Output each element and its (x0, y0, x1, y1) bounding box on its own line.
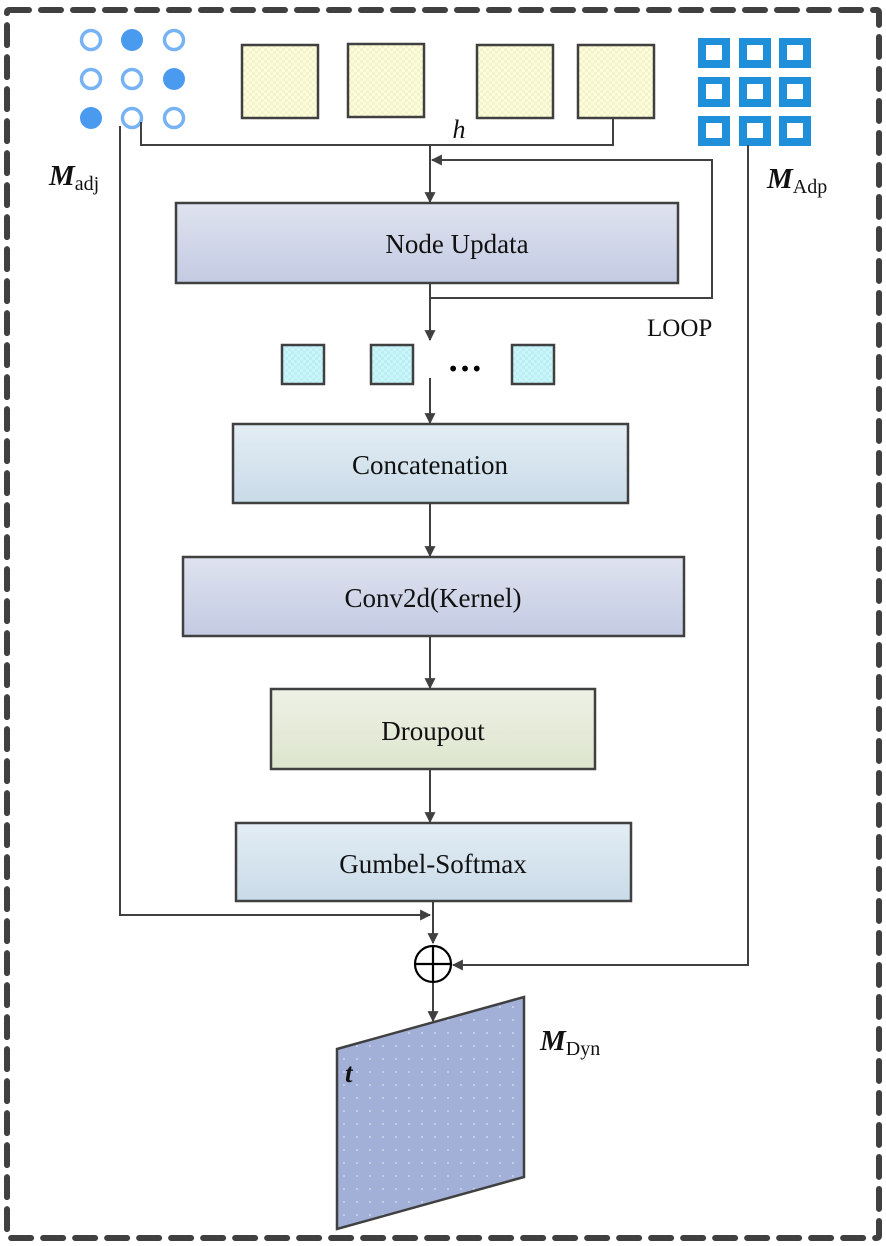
adaptive-cell-hole (706, 84, 722, 99)
adaptive-cell-hole (706, 45, 722, 60)
connectors (119, 118, 749, 1023)
adaptive-cell-hole (706, 123, 722, 138)
intermediate-square (280, 343, 326, 386)
hidden-input-line (140, 118, 614, 146)
block-gumbel-softmax: Gumbel-Softmax (234, 821, 633, 903)
block-label: Conv2d(Kernel) (345, 583, 522, 613)
empty-node-dot (162, 106, 186, 130)
adaptive-cell-hole (747, 123, 763, 138)
loop-label: LOOP (647, 315, 712, 342)
adaptive-label: MAdp (766, 163, 827, 198)
adaptive-cell-hole (787, 45, 803, 60)
adaptive-cell-hole (747, 84, 763, 99)
intermediate-square (510, 343, 556, 386)
adjacency-skip-line (119, 126, 432, 921)
block-label: Concatenation (352, 450, 508, 480)
block-label: Gumbel-Softmax (339, 849, 527, 879)
hidden-state-squares (240, 42, 656, 120)
adjacency-label: Madj (48, 160, 99, 195)
adaptive-matrix-icon (698, 38, 811, 146)
hidden-state-square (346, 42, 426, 119)
ellipsis: ••• (447, 357, 482, 381)
hidden-state-square (240, 43, 320, 120)
block-label: Node Updata (385, 229, 528, 259)
empty-node-dot (79, 28, 103, 52)
filled-node-dot (80, 107, 102, 129)
empty-node-dot (162, 28, 186, 52)
block-node-update: Node Updata (174, 201, 680, 285)
adjacency-matrix-icon (79, 28, 186, 130)
adaptive-cell-hole (787, 123, 803, 138)
block-conv2d: Conv2d(Kernel) (181, 555, 686, 638)
time-label: t (345, 1058, 354, 1088)
empty-node-dot (79, 67, 103, 91)
intermediate-outputs: ••• (280, 343, 556, 386)
hidden-state-square (475, 43, 555, 120)
adaptive-skip-line (451, 145, 749, 971)
hidden-state-square (576, 43, 656, 120)
combine-operator-icon (413, 944, 453, 984)
empty-node-dot (120, 67, 144, 91)
adaptive-cell-hole (747, 45, 763, 60)
output-label: MDyn (539, 1025, 600, 1060)
intermediate-square (369, 343, 415, 386)
filled-node-dot (121, 29, 143, 51)
dynamic-matrix-output (335, 995, 526, 1231)
block-label: Droupout (381, 716, 485, 746)
module-boundary (4, 7, 882, 1241)
empty-node-dot (120, 106, 144, 130)
block-concatenation: Concatenation (231, 422, 630, 505)
block-dropout: Droupout (269, 687, 597, 771)
loop-line (429, 154, 713, 299)
hidden-label: h (453, 115, 466, 144)
filled-node-dot (163, 68, 185, 90)
adaptive-cell-hole (787, 84, 803, 99)
